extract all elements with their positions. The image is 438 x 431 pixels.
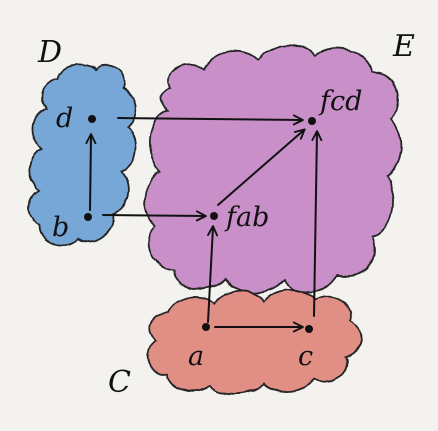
node-dots (84, 115, 316, 333)
node-dot-d (88, 115, 96, 123)
node-label-b: b (52, 212, 69, 243)
node-label-d: d (56, 103, 73, 134)
node-label-fcd: fcd (318, 86, 362, 117)
arrows (85, 114, 323, 333)
arrow-d-to-fcd (117, 114, 304, 126)
node-label-a: a (188, 341, 204, 372)
node-dot-c (305, 325, 313, 333)
node-dot-b (84, 213, 92, 221)
arrow-fab-to-fcd (217, 128, 306, 206)
node-label-fab: fab (224, 202, 269, 233)
node-dot-fab (210, 212, 218, 220)
set-label-c: C (108, 365, 131, 400)
set-d-cloud (27, 63, 137, 246)
node-label-c: c (298, 341, 313, 372)
set-e-region (144, 44, 403, 294)
arrow-b-to-d (85, 133, 97, 211)
set-c-cloud (146, 288, 362, 396)
set-e-cloud (144, 44, 403, 294)
set-label-e: E (392, 29, 415, 64)
set-c-region (146, 288, 362, 396)
node-dot-a (202, 323, 210, 331)
set-label-d: D (37, 35, 62, 70)
arrow-b-to-fab (102, 210, 207, 222)
arrow-a-to-fab (207, 225, 219, 323)
set-d-region (27, 63, 137, 246)
arrow-c-to-fcd (311, 130, 323, 317)
node-dot-fcd (308, 117, 316, 125)
